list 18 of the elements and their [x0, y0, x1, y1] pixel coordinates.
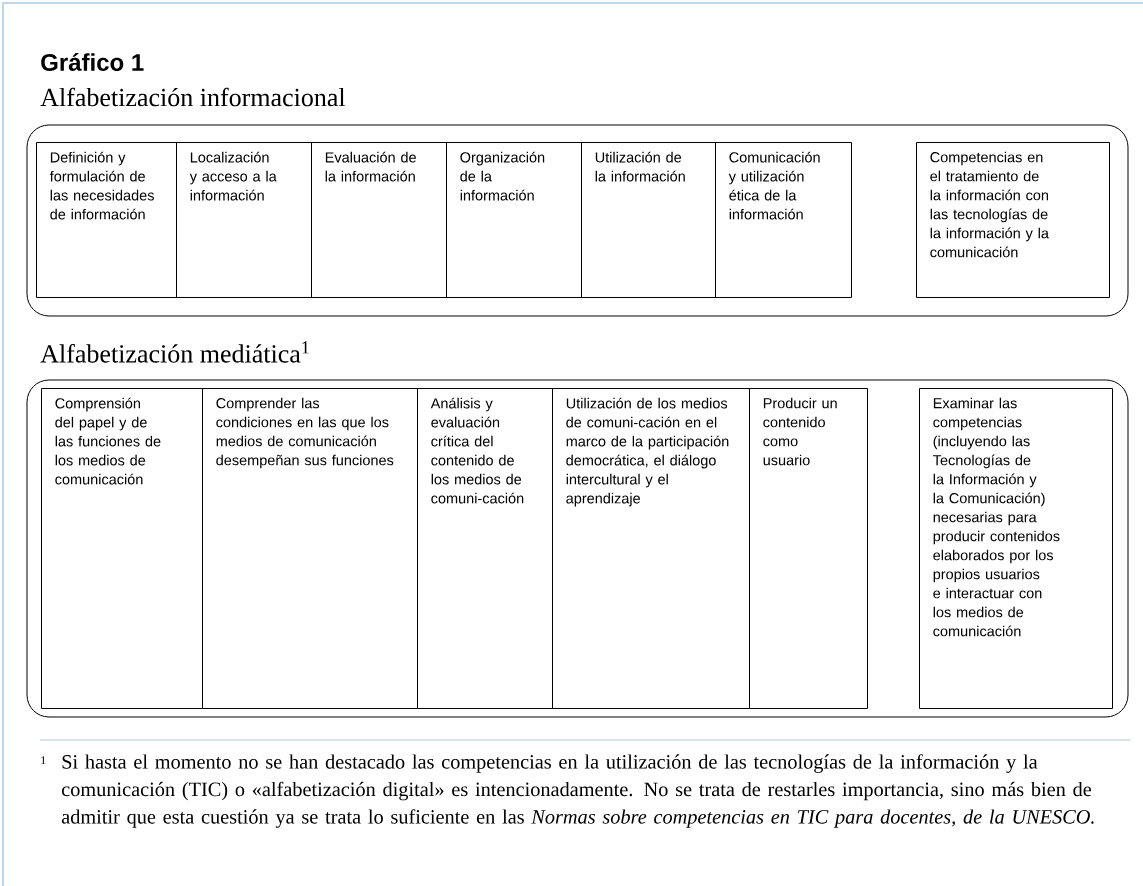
competency-cell: Análisis y evaluación crítica del contenido de los medios de comuni-cación [417, 388, 553, 709]
competency-cell: Organización de la información [446, 142, 582, 298]
competency-cell: Competencias en el tratamiento de la información con las tecnologías de la información y la comunicación [916, 142, 1110, 298]
competency-cell: Localización y acceso a la información [176, 142, 312, 298]
competency-cell: Producir un contenido como usuario [749, 388, 868, 709]
competency-cell: Utilización de los medios de comuni-cación en el marco de la participación democrática, el diálogo intercultural y el aprendizaje [552, 388, 750, 709]
competency-cell: Comprensión del papel y de las funciones de los medios de comunicación [41, 388, 203, 709]
title: Gráfico 1 [41, 53, 144, 71]
competency-cell: Comprender las condiciones en las que los medios de comunicación desempeñan sus funciones [202, 388, 418, 709]
node-label: Alfabetización mediática$^{1}$ [40, 341, 309, 363]
competency-cell: Definición y formulación de las necesidades de información [36, 142, 177, 298]
competency-cell: Examinar las competencias (incluyendo las Tecnologías de la Información y la Comunicación) necesarias para producir contenidos elaborados por los propios usuarios e interactuar con los medios de comunicación [919, 388, 1113, 709]
footnote-text: Si hasta el momento no se han destacado las competencias en la utilización de las tecnologías de la información y la comunicación (TIC) o «alfabetización digital» es intencionadamente. No se trata de restarles importancia, sino más bien de admitir que esta cuestión ya se trata lo suficiente en las Normas sobre competencias en TIC para docentes, de la UNESCO. [61, 754, 1094, 828]
footnote-number: 1 [41, 756, 46, 765]
competency-cell: Evaluación de la información [311, 142, 447, 298]
competency-cell: Utilización de la información [581, 142, 716, 298]
node-label: Alfabetización informacional [40, 87, 346, 107]
competency-cell: Comunicación y utilización ética de la información [715, 142, 852, 298]
